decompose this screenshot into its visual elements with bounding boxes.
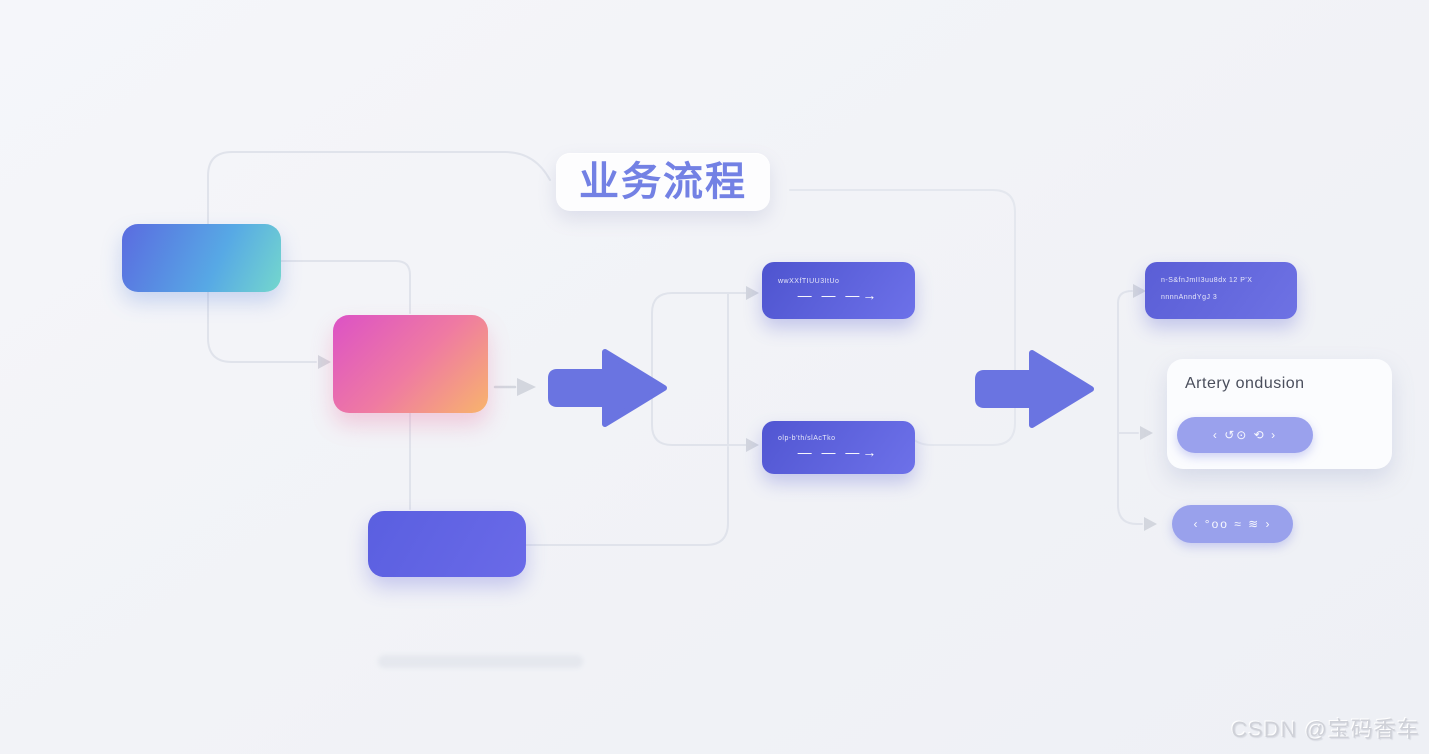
mid-top-garbled-text: wwXXfTIUU3ItUo (778, 277, 840, 285)
connector-purple-to-loop (525, 446, 729, 546)
arrowhead-into-mid-top-icon (746, 286, 759, 300)
artery-card-title: Artery ondusion (1185, 375, 1305, 392)
flow-node-blue (122, 224, 281, 292)
flow-node-pink (333, 315, 488, 413)
arrowhead-into-pink-icon (318, 355, 331, 369)
flow-node-mid-top: wwXXfTIUU3ItUo — — —→ (762, 262, 915, 319)
connector-middle-loop (651, 292, 747, 446)
ghost-shadow-bar (378, 655, 583, 668)
arrowhead-into-right-top-icon (1133, 284, 1146, 298)
connector-middle-container (789, 189, 1016, 446)
artery-card: Artery ondusion ‹ ↺⊙ ⟲ › (1167, 359, 1392, 469)
watermark: CSDN @宝码香车 (1231, 717, 1420, 742)
arrowhead-before-big-arrow-icon (517, 378, 536, 396)
diagram-title-chip: 业务流程 (556, 153, 770, 211)
connector-title-loop (207, 151, 551, 363)
arrowhead-into-mid-bottom-icon (746, 438, 759, 452)
mid-bottom-garbled-text: olp-b'th/slAcTko (778, 434, 836, 442)
dashed-arrow-icon: — — —→ (797, 443, 880, 460)
diagram-title: 业务流程 (579, 160, 747, 204)
big-arrow-2-icon (975, 350, 1094, 428)
arrowhead-into-bottom-pill-icon (1144, 517, 1157, 531)
bottom-pill-button[interactable]: ‹ °oo ≈ ≋ › (1172, 505, 1293, 543)
flow-node-mid-bottom: olp-b'th/slAcTko — — —→ (762, 421, 915, 474)
big-arrow-1-icon (548, 349, 667, 427)
artery-pill-glyphs: ‹ ↺⊙ ⟲ › (1212, 428, 1278, 442)
flow-node-right-top: n-S&fnJmII3uu8dx 12 P'X nnnnAnndYgJ 3 (1145, 262, 1297, 319)
arrowhead-into-artery-card-icon (1140, 426, 1153, 440)
bottom-pill-glyphs: ‹ °oo ≈ ≋ › (1193, 517, 1272, 531)
dashed-arrow-icon: — — —→ (797, 286, 880, 303)
connector-right-bus (1117, 290, 1143, 525)
flow-node-purple (368, 511, 526, 577)
right-top-garbled-line1: n-S&fnJmII3uu8dx 12 P'X (1161, 277, 1253, 284)
artery-pill-button[interactable]: ‹ ↺⊙ ⟲ › (1177, 417, 1313, 453)
right-top-garbled-line2: nnnnAnndYgJ 3 (1161, 294, 1218, 301)
connector-blue-to-pink (280, 260, 411, 314)
